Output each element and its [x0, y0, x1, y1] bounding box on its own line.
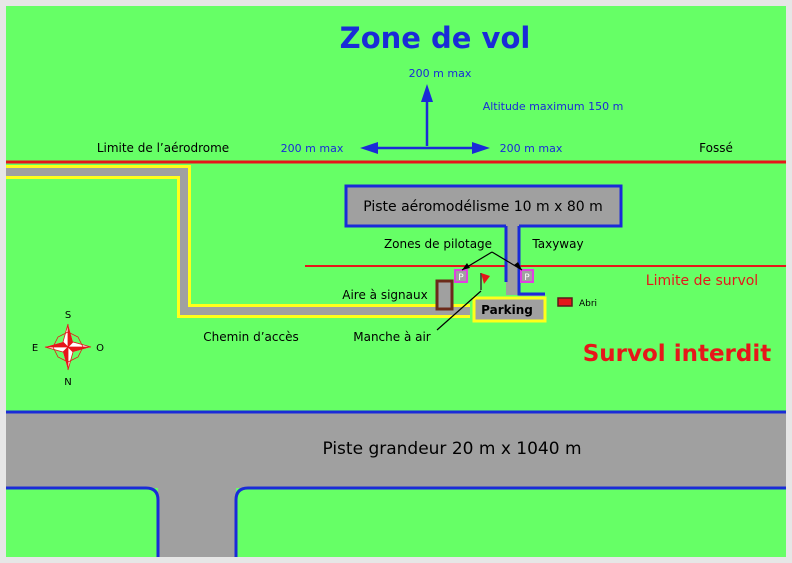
altitude-max: Altitude maximum 150 m — [483, 100, 624, 113]
taxiway — [504, 224, 545, 296]
max-distance-right: 200 m max — [500, 142, 563, 155]
signal-area-label: Aire à signaux — [342, 288, 427, 302]
pilot-zone-marker-right: P — [520, 269, 534, 283]
signal-area — [435, 279, 454, 311]
compass-rose-icon — [44, 323, 92, 371]
model-runway-label: Piste aéromodélisme 10 m x 80 m — [363, 199, 603, 215]
callout-arrowhead-left — [462, 263, 470, 270]
windsock-label: Manche à air — [353, 330, 431, 344]
overflight-limit-label: Limite de survol — [646, 273, 758, 289]
shelter-icon — [557, 297, 573, 307]
svg-text:P: P — [524, 273, 530, 283]
compass-east: E — [32, 343, 38, 354]
ditch-label: Fossé — [699, 141, 733, 155]
full-runway-label: Piste grandeur 20 m x 1040 m — [322, 439, 581, 459]
parking-label: Parking — [481, 303, 533, 317]
pilot-zone-marker-left: P — [454, 269, 468, 283]
windsock-icon — [480, 273, 490, 290]
model-runway — [344, 184, 623, 228]
max-distance-up: 200 m max — [409, 67, 472, 80]
parking-area — [472, 296, 547, 323]
aerodrome-limit-label: Limite de l’aérodrome — [97, 141, 229, 155]
arrow-up-icon — [421, 84, 433, 102]
arrow-right-icon — [472, 142, 490, 154]
shelter-label: Abri — [579, 299, 597, 309]
pilot-zones-label: Zones de pilotage — [384, 237, 492, 251]
no-overflight-label: Survol interdit — [583, 341, 772, 367]
flight-zone-arrows — [360, 84, 490, 154]
full-size-runway — [6, 410, 786, 557]
max-distance-left: 200 m max — [281, 142, 344, 155]
compass-west: O — [96, 343, 104, 354]
callout-arrowhead-right — [514, 262, 522, 270]
flight-zone-title: Zone de vol — [340, 21, 531, 55]
runway-border-bottom — [6, 486, 786, 557]
compass-south: S — [65, 310, 71, 321]
svg-text:P: P — [458, 273, 464, 283]
compass-north: N — [64, 377, 71, 388]
access-road-label: Chemin d’accès — [203, 330, 298, 344]
access-road — [6, 165, 470, 318]
taxiway-label: Taxyway — [531, 237, 583, 251]
arrow-left-icon — [360, 142, 378, 154]
